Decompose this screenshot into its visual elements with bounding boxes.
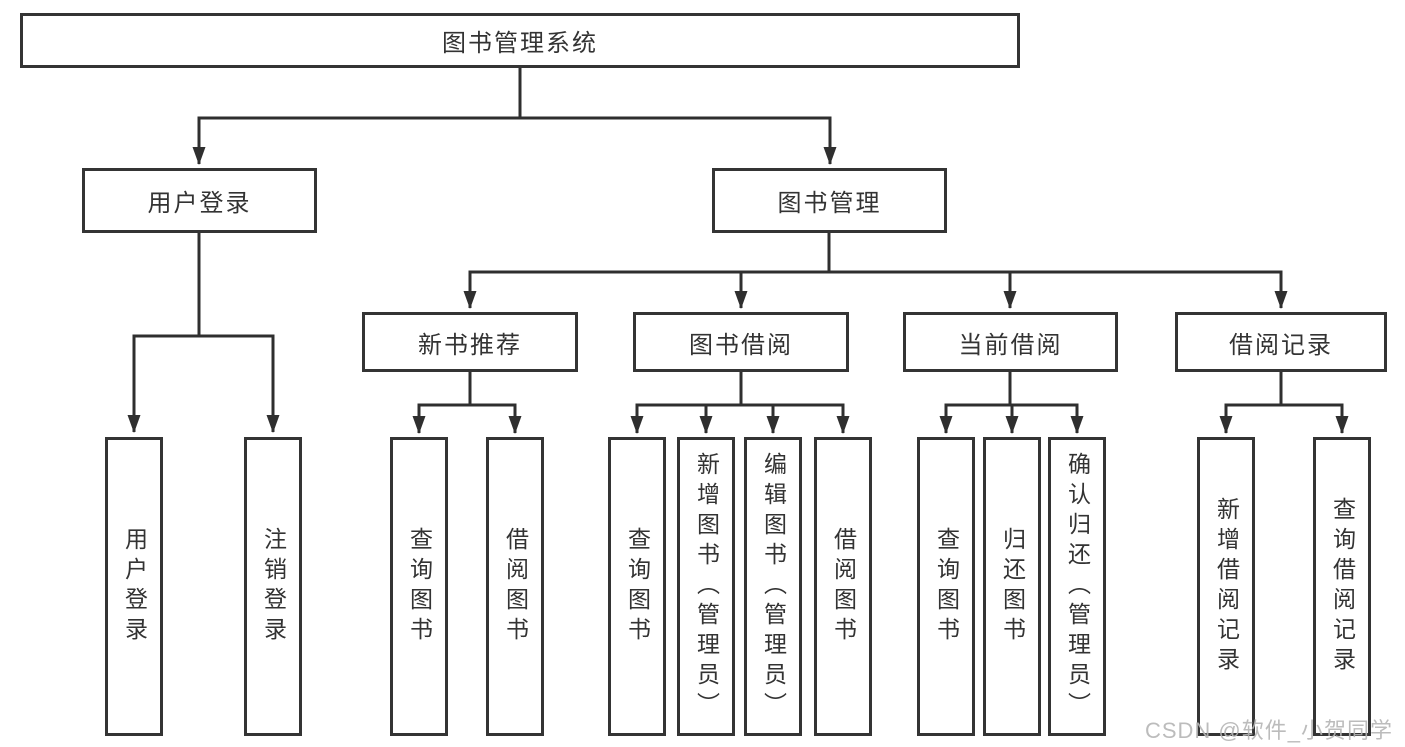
watermark-text: CSDN @软件_小贺同学 [1144,718,1393,743]
leaf-query-books-borrowing: 查询图书 [608,437,666,736]
leaf-query-borrow-record: 查询借阅记录 [1313,437,1371,736]
leaf-add-book-admin: 新增图书（管理员） [677,437,735,736]
connector-book-borrowing [630,372,850,434]
node-library-system-label: 图书管理系统 [442,30,598,57]
leaf-logout: 注销登录 [244,437,302,736]
leaf-borrow-books-borrowing-label: 借阅图书 [830,526,857,647]
node-book-management-label: 图书管理 [777,190,882,217]
leaf-query-books-recommend: 查询图书 [390,437,448,736]
leaf-edit-book-admin-label: 编辑图书（管理员） [760,451,787,722]
leaf-add-book-admin-label: 新增图书（管理员） [693,451,720,722]
node-borrowing-records-label: 借阅记录 [1229,331,1333,359]
leaf-return-book-label: 归还图书 [999,526,1026,647]
node-book-management: 图书管理 [712,168,947,233]
node-book-borrowing-label: 图书借阅 [689,331,793,359]
leaf-query-books-borrowing-label: 查询图书 [624,526,651,647]
node-user-login-branch: 用户登录 [82,168,317,233]
leaf-user-login-label: 用户登录 [121,526,148,647]
leaf-query-books-current: 查询图书 [917,437,975,736]
connector-book-management-to-level3 [463,233,1288,309]
node-borrowing-records: 借阅记录 [1175,312,1387,372]
leaf-edit-book-admin: 编辑图书（管理员） [744,437,802,736]
leaf-query-borrow-record-label: 查询借阅记录 [1329,496,1356,677]
connector-user-login-to-leaves [127,233,280,433]
leaf-add-borrow-record: 新增借阅记录 [1197,437,1255,736]
node-new-book-recommendation-label: 新书推荐 [418,331,522,359]
leaf-logout-label: 注销登录 [260,526,287,647]
leaf-borrow-books-recommend: 借阅图书 [486,437,544,736]
connector-current-borrowing [939,372,1084,434]
leaf-borrow-books-borrowing: 借阅图书 [814,437,872,736]
node-current-borrowing: 当前借阅 [903,312,1118,372]
leaf-add-borrow-record-label: 新增借阅记录 [1213,496,1240,677]
node-user-login-branch-label: 用户登录 [147,190,252,217]
node-book-borrowing: 图书借阅 [633,312,849,372]
node-library-system: 图书管理系统 [20,13,1020,68]
connector-new-book-recommendation [412,372,522,434]
node-current-borrowing-label: 当前借阅 [958,331,1063,359]
leaf-query-books-recommend-label: 查询图书 [406,526,433,647]
node-new-book-recommendation: 新书推荐 [362,312,578,372]
leaf-borrow-books-recommend-label: 借阅图书 [502,526,529,647]
connector-root-to-level2 [192,68,837,165]
leaf-query-books-current-label: 查询图书 [933,526,960,647]
leaf-return-book: 归还图书 [983,437,1041,736]
leaf-user-login: 用户登录 [105,437,163,736]
leaf-confirm-return-admin: 确认归还（管理员） [1048,437,1106,736]
connector-borrowing-records [1219,372,1349,434]
leaf-confirm-return-admin-label: 确认归还（管理员） [1064,451,1091,722]
